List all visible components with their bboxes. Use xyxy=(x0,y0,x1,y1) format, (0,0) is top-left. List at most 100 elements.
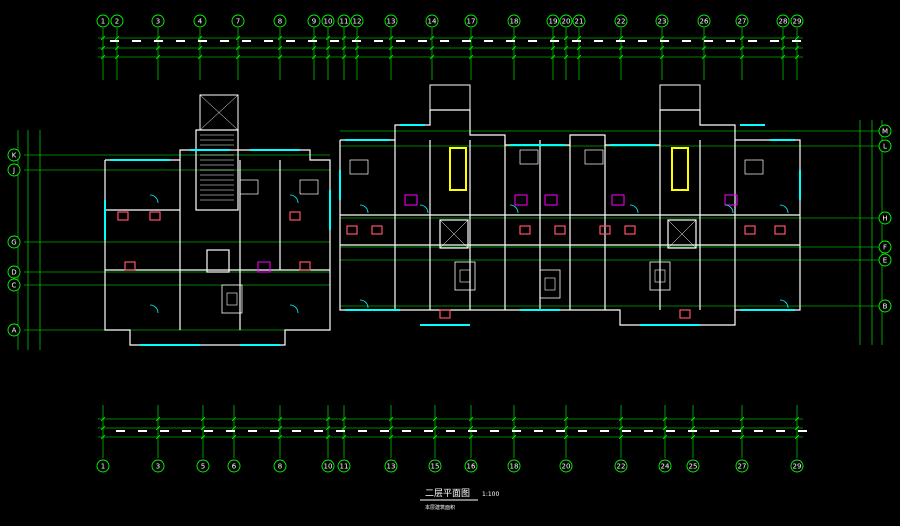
dim-tick xyxy=(468,35,474,41)
dim-text-mark xyxy=(660,40,669,42)
dim-text-mark xyxy=(512,430,521,432)
dim-tick xyxy=(563,35,569,41)
dim-tick xyxy=(563,425,569,431)
dim-tick xyxy=(618,45,624,51)
axis-bubble-label: J xyxy=(12,167,15,175)
dim-text-mark xyxy=(132,40,141,42)
axis-grid-lines xyxy=(24,28,880,458)
dim-text-mark xyxy=(468,430,477,432)
axis-bubble-circle xyxy=(878,139,892,153)
dim-text-mark xyxy=(242,40,251,42)
dim-tick xyxy=(662,434,668,440)
building-left-outline xyxy=(104,149,331,346)
dim-tick xyxy=(618,35,624,41)
dim-tick xyxy=(550,45,556,51)
axis-bubble-bottom-10: 10 xyxy=(321,459,335,473)
dim-tick xyxy=(701,54,707,60)
axis-bubble-circle xyxy=(464,14,478,28)
dim-tick xyxy=(277,45,283,51)
axis-bubble-bottom-16: 16 xyxy=(464,459,478,473)
axis-bubble-label: 24 xyxy=(661,463,670,471)
axis-bubble-left-C: C xyxy=(7,278,21,292)
dim-tick xyxy=(114,35,120,41)
dim-text-mark xyxy=(490,430,499,432)
dim-tick xyxy=(388,425,394,431)
dim-text-mark xyxy=(484,40,493,42)
sanitary-fixture-7 xyxy=(599,225,611,235)
axis-bubble-circle xyxy=(790,459,804,473)
sofa-2 xyxy=(539,269,561,299)
dim-tick xyxy=(100,35,106,41)
axis-bubble-circle xyxy=(790,14,804,28)
dim-text-mark xyxy=(798,430,807,432)
axis-bubble-top-23: 23 xyxy=(655,14,669,28)
axis-bubble-circle xyxy=(507,459,521,473)
axis-bubble-top-28: 28 xyxy=(776,14,790,28)
dim-tick xyxy=(576,54,582,60)
dim-text-mark xyxy=(710,430,719,432)
axis-bubble-label: 27 xyxy=(738,463,747,471)
dim-tick xyxy=(618,425,624,431)
dim-tick xyxy=(618,54,624,60)
axis-bubble-circle xyxy=(735,459,749,473)
dim-text-mark xyxy=(176,40,185,42)
axis-bubble-top-2: 2 xyxy=(110,14,124,28)
dim-tick xyxy=(511,416,517,422)
axis-bubble-top-11: 11 xyxy=(337,14,351,28)
dim-tick xyxy=(277,35,283,41)
axis-bubble-label: 25 xyxy=(689,463,698,471)
door-swing-0 xyxy=(149,194,159,204)
dim-tick xyxy=(618,434,624,440)
axis-bubble-left-G: G xyxy=(7,235,21,249)
dim-tick xyxy=(155,425,161,431)
axis-bubble-circle xyxy=(425,14,439,28)
axis-bubble-top-14: 14 xyxy=(425,14,439,28)
dim-tick xyxy=(511,425,517,431)
sanitary-fixture-8 xyxy=(624,225,636,235)
dim-tick xyxy=(739,434,745,440)
axis-bubble-circle xyxy=(655,14,669,28)
axis-bubble-label: 29 xyxy=(793,463,802,471)
dim-tick xyxy=(429,45,435,51)
axis-bubble-left-D: D xyxy=(7,265,21,279)
axis-bubble-top-7: 7 xyxy=(231,14,245,28)
dim-tick xyxy=(794,425,800,431)
dim-tick xyxy=(325,45,331,51)
axis-bubble-bottom-3: 3 xyxy=(151,459,165,473)
building-walls xyxy=(104,84,801,346)
dim-text-mark xyxy=(308,40,317,42)
door-swing-1 xyxy=(289,194,299,204)
axis-bubble-top-26: 26 xyxy=(697,14,711,28)
axis-bubble-top-27: 27 xyxy=(735,14,749,28)
dim-tick xyxy=(354,35,360,41)
axis-bubble-left-A: A xyxy=(7,323,21,337)
axis-bubble-label: K xyxy=(12,152,17,160)
table-2 xyxy=(544,277,556,291)
dim-text-mark xyxy=(776,430,785,432)
dim-tick xyxy=(690,434,696,440)
dim-text-mark xyxy=(248,430,257,432)
dim-tick xyxy=(576,45,582,51)
axis-bubble-label: 4 xyxy=(198,18,203,26)
dim-tick xyxy=(325,54,331,60)
door-swing-6 xyxy=(724,204,734,214)
dim-tick xyxy=(432,425,438,431)
axis-bubble-circle xyxy=(735,14,749,28)
axis-bubble-top-12: 12 xyxy=(350,14,364,28)
axis-bubble-bottom-18: 18 xyxy=(507,459,521,473)
axis-bubble-bottom-25: 25 xyxy=(686,459,700,473)
dim-text-mark xyxy=(528,40,537,42)
dim-tick xyxy=(388,54,394,60)
dim-tick xyxy=(197,35,203,41)
stair-highlight-left xyxy=(449,147,467,191)
axis-bubble-circle xyxy=(7,163,21,177)
axis-bubble-circle xyxy=(7,265,21,279)
dim-tick xyxy=(388,416,394,422)
bed-1 xyxy=(299,179,319,195)
dim-text-mark xyxy=(616,40,625,42)
dim-tick xyxy=(155,35,161,41)
axis-bubble-top-13: 13 xyxy=(384,14,398,28)
axis-bubble-circle xyxy=(350,14,364,28)
dim-tick xyxy=(155,416,161,422)
dim-tick xyxy=(432,416,438,422)
